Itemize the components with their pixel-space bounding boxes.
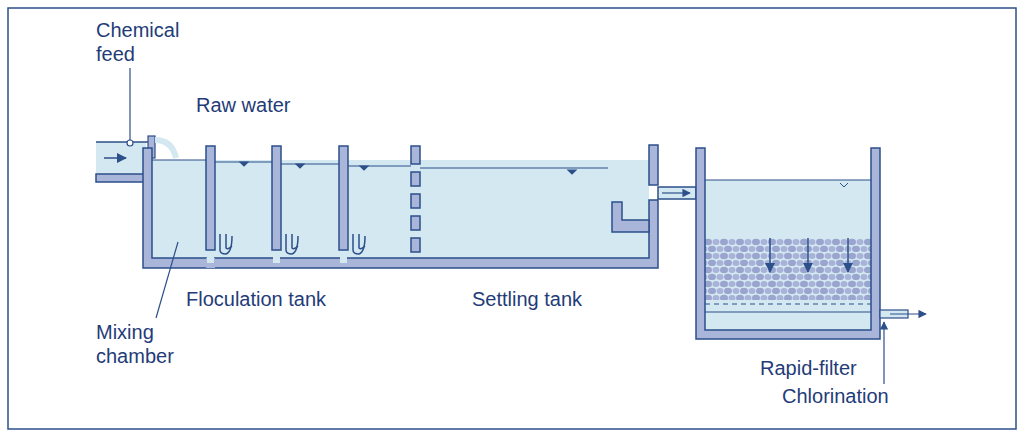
raw-water-label: Raw water	[196, 93, 336, 117]
filter-label: Rapid-filter	[760, 356, 920, 380]
tank-label: Settling tank	[472, 287, 672, 311]
chemical-feed-label: Chemical feed	[96, 18, 196, 66]
mixing-chamber-label: Mixing chamber	[96, 320, 192, 368]
tank-label: Floculation tank	[186, 287, 406, 311]
chlorination-label: Chlorination	[782, 384, 962, 408]
